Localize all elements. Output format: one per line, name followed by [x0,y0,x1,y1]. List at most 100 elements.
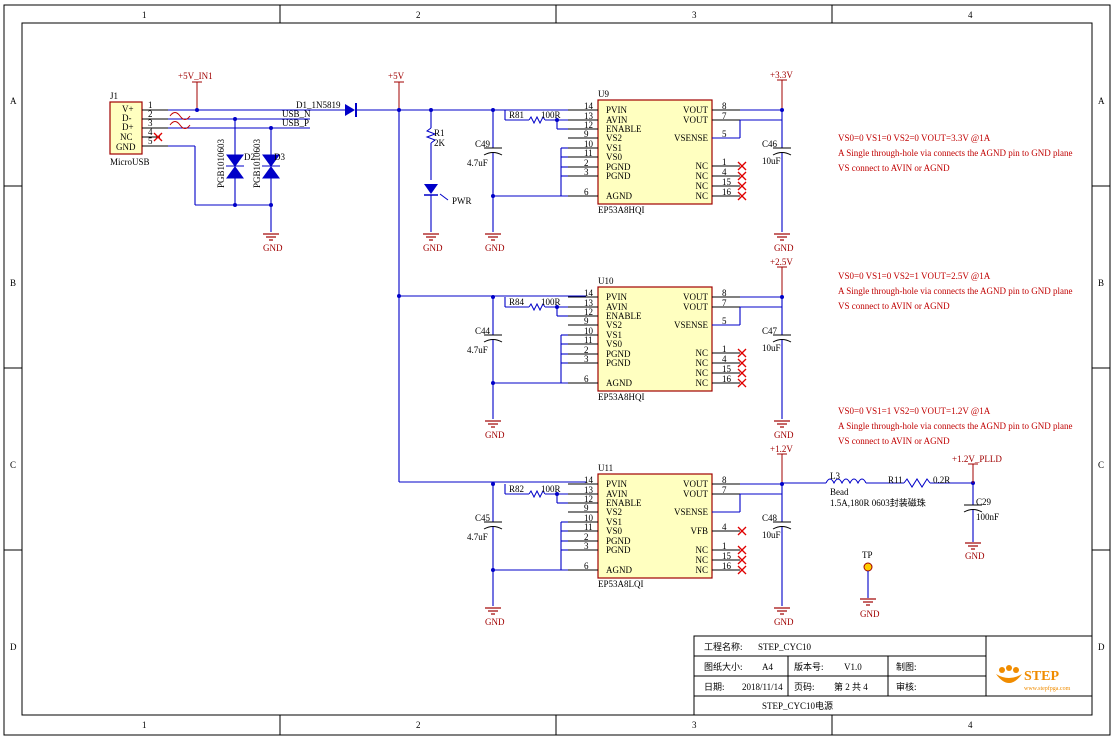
rin-value: 100R [541,484,561,494]
usb-pin-vplus: V+ [122,104,134,114]
reg-right-pinnum: 1 [722,344,727,354]
reg-right-pin: NC [695,171,708,181]
rail-5v-label: +5V [388,71,405,81]
reg-left-pin: AGND [606,191,632,201]
frame-row-d-right: D [1098,642,1105,652]
reg-left-pin: VS1 [606,517,622,527]
reg-ref: U11 [598,463,613,473]
frame-col-4-bottom: 4 [968,720,973,730]
reg-left-pinnum: 2 [584,345,589,355]
tvs-d3-part: PGB1010603 [252,138,262,188]
reg-right-pin: VOUT [683,489,708,499]
reg-out-net: +2.5V [770,257,793,267]
net-5v-in1: +5V_IN1 [178,71,213,81]
reg-left-pinnum: 13 [584,111,594,121]
frame-row-b-right: B [1098,278,1104,288]
reg-left-pin: VS2 [606,320,622,330]
reg-left-pin: VS1 [606,330,622,340]
nc-mark [737,181,747,191]
reg-right-pin: NC [695,358,708,368]
usb-pin-gnd: GND [116,142,136,152]
reg-left-pin: AGND [606,565,632,575]
reg-note: VS0=0 VS1=0 VS2=1 VOUT=2.5V @1A [838,271,991,281]
reg-note: VS connect to AVIN or AGND [838,301,950,311]
reg-left-pinnum: 3 [584,354,589,364]
title-block: 工程名称: STEP_CYC10 图纸大小: A4 版本号: V1.0 制图: … [693,635,1093,716]
reg-left-pinnum: 13 [584,298,594,308]
tp-label: TP [862,550,873,560]
nc-mark [737,555,747,565]
pll-filter: L3 Bead 1.5A,180R 0603封装磁珠 R11 0.2R +1.2… [782,454,1002,561]
reg-right-pinnum: 4 [722,522,727,532]
reg-left-pin: PGND [606,162,631,172]
reg-right-pinnum: 4 [722,354,727,364]
reg-left-pinnum: 11 [584,522,593,532]
reg-right-pinnum: 15 [722,551,732,561]
frame-row-d: D [10,642,17,652]
reg-left-pin: AVIN [606,489,628,499]
reg-left-pinnum: 2 [584,158,589,168]
nc-mark [737,348,747,358]
cout-ref: C47 [762,326,778,336]
reg-left-pin: PGND [606,536,631,546]
tvs-d3-ref: D3 [274,152,285,162]
frame-col-2-bottom: 2 [416,720,421,730]
usb-pinnum-1: 1 [148,100,153,110]
reg-left-pinnum: 10 [584,513,594,523]
reg-left-pinnum: 3 [584,541,589,551]
frame-col-2: 2 [416,10,421,20]
cout-value: 10uF [762,343,781,353]
reg-right-pinnum: 5 [722,129,727,139]
power-led-circuit: R1 2K PWR GND [423,108,472,253]
tb-project-label: 工程名称: [704,641,743,652]
reg-left-pin: PGND [606,358,631,368]
nc-mark [737,545,747,555]
r1-ref: R1 [434,128,445,138]
reg-left-pin: ENABLE [606,498,642,508]
reg-note: VS0=0 VS1=1 VS2=0 VOUT=1.2V @1A [838,406,991,416]
reg-left-pinnum: 9 [584,129,589,139]
reg-ref: U9 [598,89,609,99]
reg-right-pinnum: 4 [722,167,727,177]
frame-row-b: B [10,278,16,288]
reg-right-pinnum: 7 [722,111,727,121]
logo-text: STEP [1024,669,1059,684]
reg-right-pin: VSENSE [674,133,709,143]
usb-pinnum-4: 4 [148,127,153,137]
reg-left-pinnum: 14 [584,101,594,111]
reg-out-net: +1.2V [770,444,793,454]
step-logo-icon: STEP www.stepfpga.com [996,665,1071,692]
reg-note: A Single through-hole via connects the A… [838,286,1072,296]
rail-5v: +5V [388,71,586,483]
reg-right-pinnum: 8 [722,288,727,298]
diode-d1-label: D1_1N5819 [296,100,341,110]
tvs-d2: D2 PGB1010603 [216,138,255,188]
reg-left-pinnum: 11 [584,148,593,158]
gnd-out-label: GND [774,243,794,253]
reg-left-pinnum: 11 [584,335,593,345]
reg-right-pin: VOUT [683,115,708,125]
nc-mark [737,161,747,171]
frame-col-3: 3 [692,10,697,20]
reg-right-pin: NC [695,348,708,358]
c29-value: 100nF [976,512,999,522]
reg-note: A Single through-hole via connects the A… [838,421,1072,431]
reg-left-pinnum: 9 [584,503,589,513]
reg-left-pinnum: 6 [584,561,589,571]
reg-note: VS connect to AVIN or AGND [838,163,950,173]
frame-col-1-bottom: 1 [142,720,147,730]
reg-left-pinnum: 6 [584,374,589,384]
reg-left-pin: ENABLE [606,124,642,134]
reg-right-pin: NC [695,191,708,201]
tb-page-label: 页码: [794,682,815,692]
reg-left-pinnum: 14 [584,288,594,298]
reg-right-pinnum: 7 [722,485,727,495]
rin-ref: R84 [509,297,525,307]
l3-type: Bead [830,487,849,497]
nc-mark [737,368,747,378]
reg-right-pin: NC [695,161,708,171]
gnd-led-label: GND [423,243,443,253]
nc-mark [737,378,747,388]
